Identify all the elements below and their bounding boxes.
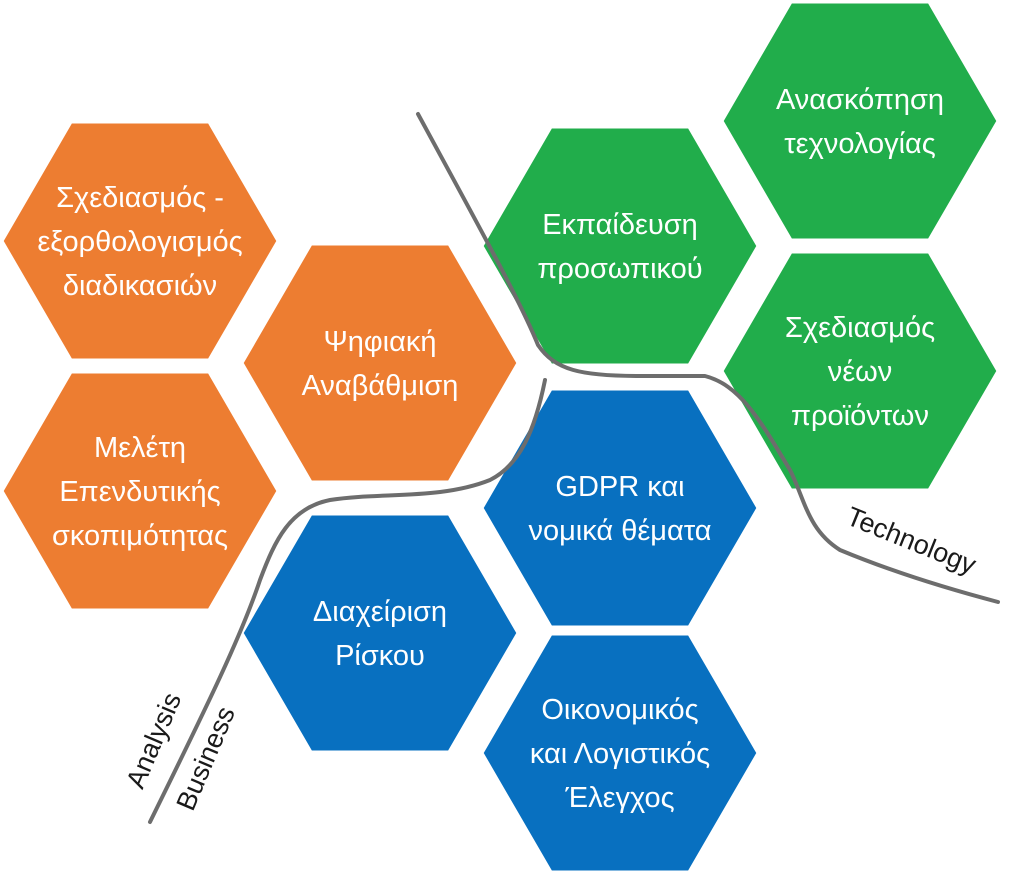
hexagon-shape xyxy=(720,0,1000,242)
hexagon-label-line: προσωπικού xyxy=(537,253,702,285)
hexagon-label-line: GDPR και xyxy=(555,471,684,503)
hexagon-shape xyxy=(480,632,760,874)
hexagon-label-line: Αναβάθμιση xyxy=(302,370,459,402)
hex-new-product-design: Σχεδιασμός νέων προϊόντων xyxy=(720,250,1000,492)
hexagon-label-line: και Λογιστικός xyxy=(530,738,710,770)
hexagon-label-line: Έλεγχος xyxy=(564,782,674,814)
hexagon-shape xyxy=(240,242,520,484)
hexagon-label-line: Εκπαίδευση xyxy=(542,209,698,241)
label-technology: Technology xyxy=(842,501,980,580)
hexagon-shape xyxy=(0,120,280,362)
hexagon-label-line: Ψηφιακή xyxy=(324,326,437,358)
hexagon-shape xyxy=(480,387,760,629)
hexagon-label-line: Οικονομικός xyxy=(541,694,698,726)
hexagon-label-line: νέων xyxy=(828,356,893,388)
hexagon-label-line: εξορθολογισμός xyxy=(37,226,242,258)
hexagon-label-line: Ανασκόπηση xyxy=(776,84,944,116)
hexagon-label-line: Διαχείριση xyxy=(313,596,447,628)
hex-staff-training: Εκπαίδευση προσωπικού xyxy=(480,125,760,367)
hexagon-label-line: Σχεδιασμός - xyxy=(56,182,224,214)
hex-gdpr-legal: GDPR και νομικά θέματα xyxy=(480,387,760,629)
hexagon-label-line: Επενδυτικής xyxy=(59,476,220,508)
label-analysis: Analysis xyxy=(120,688,187,792)
hexagon-shape xyxy=(240,512,520,754)
hexagon-label-line: Ρίσκου xyxy=(335,640,425,672)
divider-line-technology xyxy=(416,112,1000,604)
hexagon-label-line: Μελέτη xyxy=(94,432,186,464)
hexagon-layer: Σχεδιασμός -εξορθολογισμόςδιαδικασιώνΨηφ… xyxy=(0,0,1000,874)
hexagon-shape xyxy=(720,250,1000,492)
hexagon-label-line: Σχεδιασμός xyxy=(785,312,935,344)
hexagon-shape xyxy=(0,370,280,612)
hex-technology-review: Ανασκόπηση τεχνολογίας xyxy=(720,0,1000,242)
hexagon-label-line: νομικά θέματα xyxy=(528,515,711,547)
hexagon-label-line: τεχνολογίας xyxy=(784,128,936,160)
hexagon-shape xyxy=(480,125,760,367)
divider-line-business xyxy=(148,378,547,824)
hexagon-label-line: σκοπιμότητας xyxy=(52,520,228,552)
hex-process-design: Σχεδιασμός - εξορθολογισμός διαδικασιών xyxy=(0,120,280,362)
hexagon-label-line: διαδικασιών xyxy=(63,270,217,302)
hexagon-label-line: προϊόντων xyxy=(791,400,929,432)
